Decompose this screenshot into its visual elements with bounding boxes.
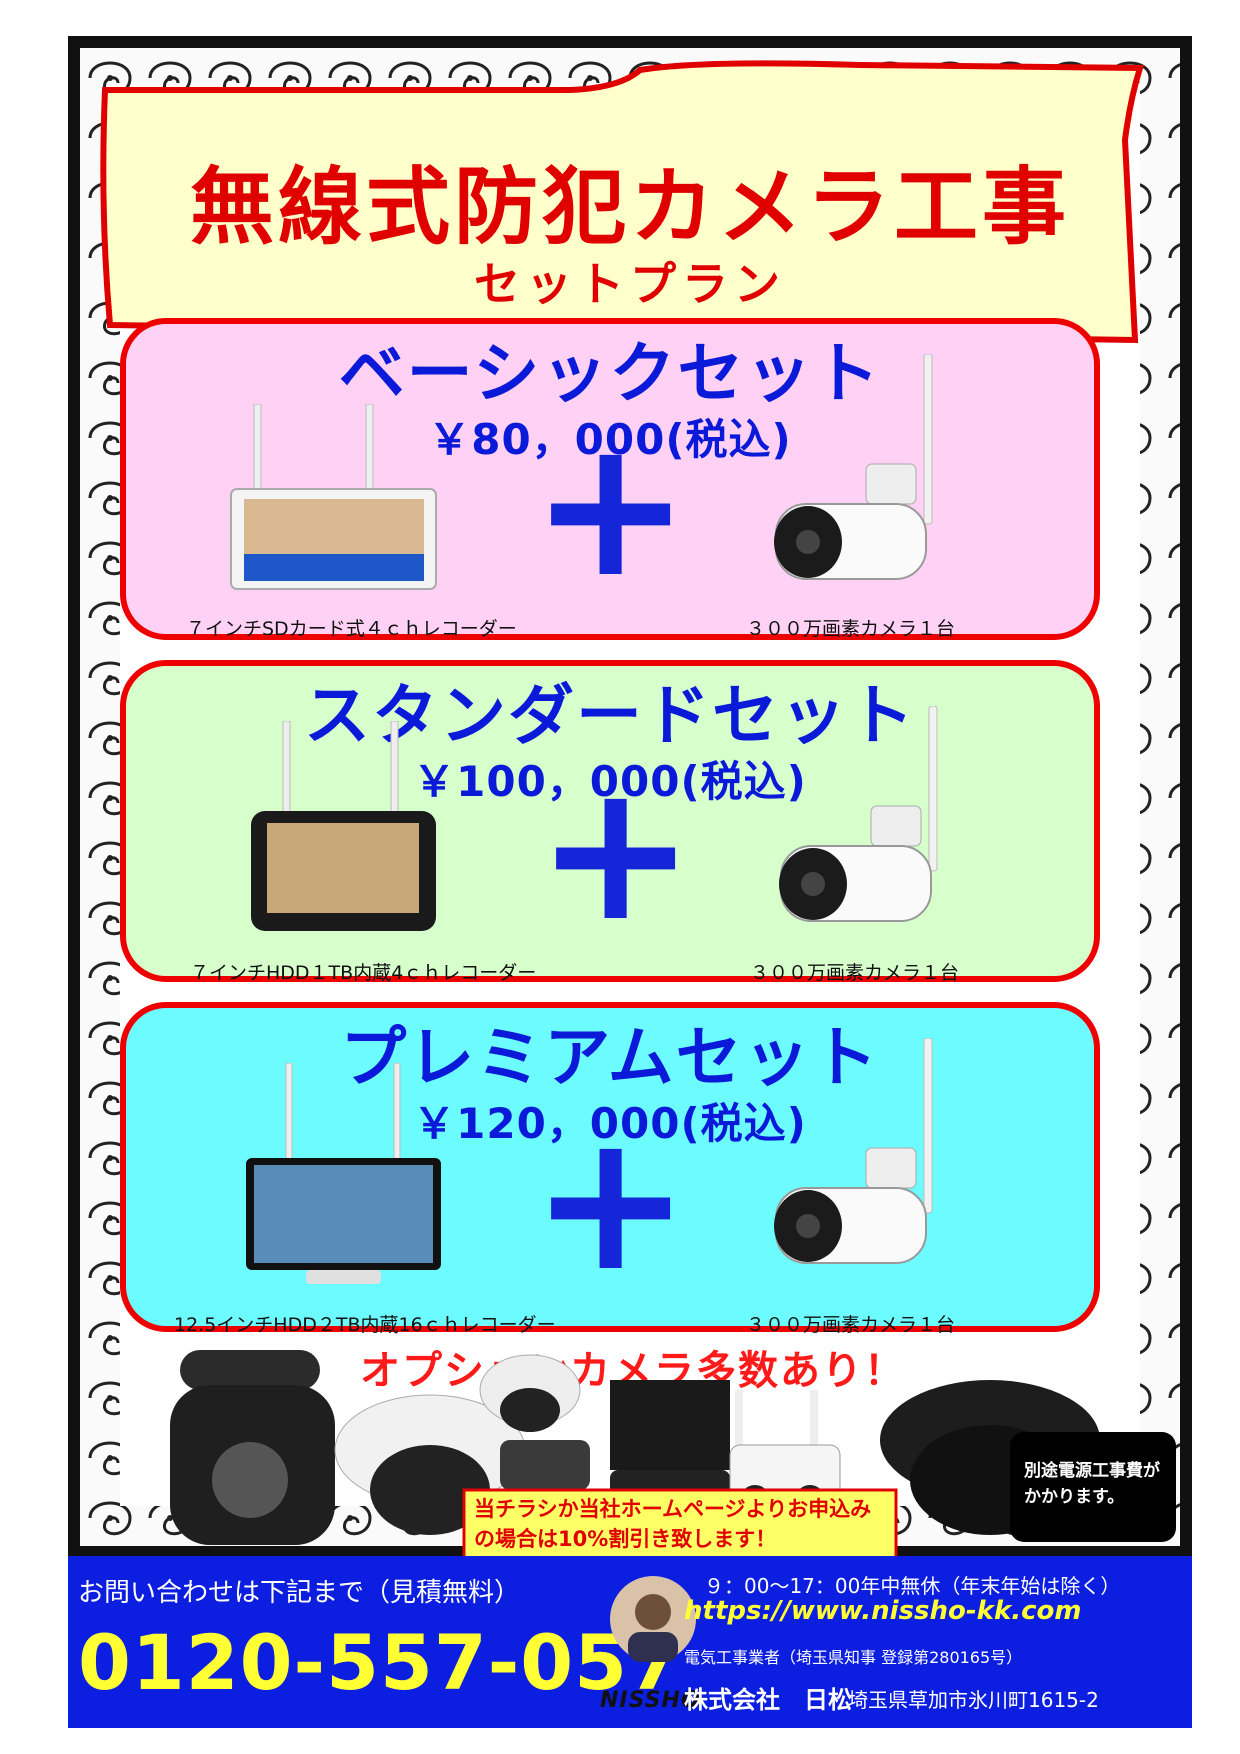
page-subtitle: セットプラン [474,257,786,311]
business-hours: ９：00～17：00年中無休（年末年始は除く） [704,1574,1121,1598]
company-address: 埼玉県草加市氷川町1615-2 [848,1688,1099,1712]
recorder-image [251,721,436,931]
power-note: 別途電源工事費がかかります。 [1024,1461,1160,1507]
plus-icon: + [531,1092,691,1313]
recorder-image [246,1063,441,1284]
option-cameras-image [170,1350,1100,1545]
basic-set-price: ￥80，000(税込) [428,415,792,464]
standard-set-price: ￥100，000(税込) [413,757,807,806]
premium-recorder-caption: 12.5インチHDD２TB内蔵16ｃｈレコーダー [174,1314,556,1336]
company-name: 株式会社 日松 [684,1686,852,1714]
basic-camera-caption: ３００万画素カメラ１台 [746,618,956,640]
discount-note: 当チラシか当社ホームページよりお申込みの場合は10%割引き致します！ [474,1497,872,1551]
basic-set-panel: ベーシックセット ￥80，000(税込) ７インチSDカード式４ｃｈレコーダー … [120,318,1100,640]
page-title: 無線式防犯カメラ工事 [189,158,1070,256]
staff-avatar [610,1576,696,1662]
camera-image [779,706,938,922]
camera-image [774,1038,933,1264]
premium-set-name: プレミアムセット [340,1019,880,1096]
premium-set-panel: プレミアムセット ￥120，000(税込) 12.5インチHDD２TB内蔵16ｃ… [120,1002,1100,1336]
standard-recorder-caption: ７インチHDD１TB内蔵4ｃｈレコーダー [190,962,537,984]
license-text: 電気工事業者（埼玉県知事 登録第280165号） [684,1648,1023,1667]
basic-recorder-caption: ７インチSDカード式４ｃｈレコーダー [186,618,517,640]
premium-set-price: ￥120，000(税込) [413,1099,807,1148]
premium-camera-caption: ３００万画素カメラ１台 [746,1314,956,1336]
basic-set-name: ベーシックセット [338,335,882,412]
footer: お問い合わせは下記まで（見積無料） 0120-557-057 NISSHO ９：… [68,1556,1192,1728]
plus-icon: + [531,398,691,619]
plus-icon: + [536,742,696,963]
standard-camera-caption: ３００万画素カメラ１台 [750,962,960,984]
brand-logo: NISSHO [600,1688,701,1713]
inquiry-text: お問い合わせは下記まで（見積無料） [78,1578,521,1608]
camera-image [774,354,933,580]
standard-set-name: スタンダードセット [304,677,916,754]
website-link[interactable]: https://www.nissho-kk.com [684,1596,1082,1626]
phone-number[interactable]: 0120-557-057 [78,1618,682,1707]
recorder-image [230,404,437,590]
power-note-box: 別途電源工事費がかかります。 [1010,1432,1176,1542]
standard-set-panel: スタンダードセット ￥100，000(税込) ７インチHDD１TB内蔵4ｃｈレコ… [120,660,1100,984]
